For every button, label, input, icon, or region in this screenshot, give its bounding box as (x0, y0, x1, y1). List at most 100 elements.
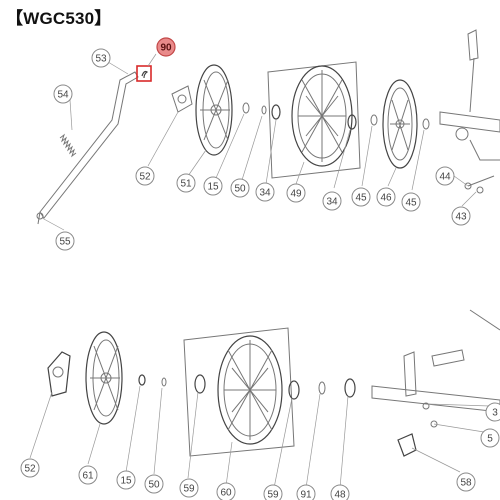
top-part-callout[interactable]: 55 (55, 231, 75, 251)
bottom-part-callout[interactable]: 61 (78, 465, 98, 485)
top-part-callout[interactable]: 52 (135, 166, 155, 186)
callout-label: 55 (59, 237, 71, 248)
callout-circle (480, 428, 500, 448)
callout-label: 34 (326, 197, 338, 208)
handle-rod-part (36, 71, 139, 225)
callout-circle (55, 231, 75, 251)
bottom-part-callout[interactable]: 50 (144, 474, 164, 494)
callout-circle (376, 187, 396, 207)
callout-label: 43 (455, 212, 467, 223)
callout-circle (451, 206, 471, 226)
callout-circle (179, 478, 199, 498)
callout-circle (322, 191, 342, 211)
callout-circle (135, 166, 155, 186)
highlighted-callout[interactable]: 90 (156, 37, 176, 57)
axle-assembly-part (439, 29, 500, 194)
hubcap-part (382, 79, 418, 169)
callout-label: 34 (259, 188, 271, 199)
callout-label: 49 (290, 189, 302, 200)
top-part-callout[interactable]: 45 (351, 187, 371, 207)
bottom-part-callout[interactable]: 91 (296, 484, 316, 500)
callout-label: 58 (460, 478, 472, 489)
callout-label: 60 (220, 488, 232, 499)
callout-circle (286, 183, 306, 203)
highlighted-part-box (136, 65, 152, 82)
top-part-callout[interactable]: 54 (53, 84, 73, 104)
callout-label: 15 (120, 476, 132, 487)
callout-circle (78, 465, 98, 485)
callout-circle (296, 484, 316, 500)
bottom-part-callout[interactable]: 60 (216, 482, 236, 500)
callouts-top-group: 53 54 52 51 15 50 34 49 34 45 46 45 44 43 55 (53, 48, 471, 251)
callout-circle (53, 84, 73, 104)
top-part-callout[interactable]: 45 (401, 192, 421, 212)
callout-label: 51 (180, 179, 192, 190)
top-part-callout[interactable]: 53 (91, 48, 111, 68)
top-part-callout[interactable]: 46 (376, 187, 396, 207)
top-part-callout[interactable]: 43 (451, 206, 471, 226)
callout-label: 44 (439, 172, 451, 183)
callout-circle (351, 187, 371, 207)
top-part-callout[interactable]: 34 (255, 182, 275, 202)
callout-circle (401, 192, 421, 212)
washer-part (242, 102, 281, 120)
callout-circle (263, 484, 283, 500)
callout-label: 48 (334, 490, 346, 500)
washer-part (138, 374, 206, 394)
spring-part (59, 133, 77, 158)
callout-label: 5 (487, 434, 493, 445)
callout-label: 46 (380, 193, 392, 204)
callout-circle (330, 484, 350, 500)
callout-label: 59 (183, 484, 195, 495)
callout-label: 54 (57, 90, 69, 101)
top-part-callout[interactable]: 51 (176, 173, 196, 193)
top-part-callout[interactable]: 44 (435, 166, 455, 186)
top-part-callout[interactable]: 50 (230, 178, 250, 198)
callout-label: 59 (267, 490, 279, 500)
callout-circle (116, 470, 136, 490)
callout-circle (20, 458, 40, 478)
bottom-part-callout[interactable]: 52 (20, 458, 40, 478)
callout-label: 3 (492, 408, 498, 419)
bottom-part-callout[interactable]: 3 (485, 402, 500, 422)
callout-label: 45 (405, 198, 417, 209)
bottom-part-callout[interactable]: 59 (179, 478, 199, 498)
top-part-callout[interactable]: 49 (286, 183, 306, 203)
washer-part (318, 378, 356, 398)
callout-circle (230, 178, 250, 198)
highlighted-part-shape (141, 70, 149, 79)
top-part-callout[interactable]: 15 (203, 176, 223, 196)
bottom-part-callout[interactable]: 5 (480, 428, 500, 448)
callout-label: 53 (95, 54, 107, 65)
callout-circle (203, 176, 223, 196)
callout-circle (91, 48, 111, 68)
callout-label: 52 (139, 172, 151, 183)
callout-label: 91 (300, 490, 312, 500)
callout-label: 45 (355, 193, 367, 204)
callout-label: 50 (148, 480, 160, 491)
bracket-part (47, 351, 71, 397)
callout-circle (144, 474, 164, 494)
hubcap-part (195, 64, 233, 156)
callout-circle (255, 182, 275, 202)
callout-label: 15 (207, 182, 219, 193)
callout-label: 61 (82, 471, 94, 482)
diagram-title: 【WGC530】 (6, 9, 112, 28)
bottom-part-callout[interactable]: 48 (330, 484, 350, 500)
top-part-callout[interactable]: 34 (322, 191, 342, 211)
bottom-part-callout[interactable]: 15 (116, 470, 136, 490)
bottom-part-callout[interactable]: 58 (456, 472, 476, 492)
wheel-part (183, 327, 300, 457)
callout-circle (435, 166, 455, 186)
callout-circle (456, 472, 476, 492)
callout-label: 52 (24, 464, 36, 475)
bracket-part (171, 85, 193, 113)
hubcap-part (85, 331, 123, 425)
bottom-part-callout[interactable]: 59 (263, 484, 283, 500)
axle-assembly-part (371, 309, 500, 457)
washer-part (370, 114, 430, 130)
callouts-bottom-group: 52 61 15 50 59 60 59 91 48 58 5 3 (20, 402, 500, 500)
wheel-part (267, 61, 361, 179)
callout-circle (485, 402, 500, 422)
